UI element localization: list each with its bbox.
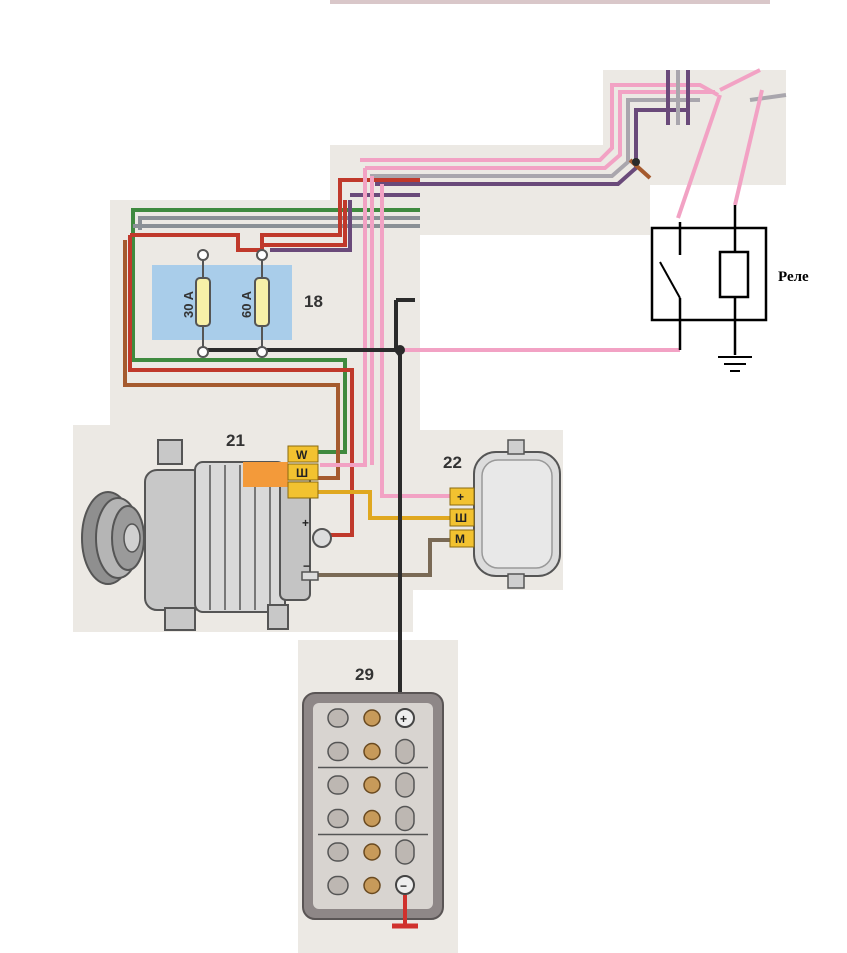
generator-terminal-w-label: W [296,448,308,462]
relay-coil [718,250,750,299]
generator-number: 21 [226,431,245,450]
battery-plus-label: + [400,712,407,726]
harness-wire-pink-a [360,83,719,162]
harness-wire-pink-b [365,90,715,170]
voltage-regulator: + Ш М 22 [443,439,561,589]
relay-switch-contact [659,261,681,299]
regulator-top-tab [507,439,525,455]
battery-cell-bar [327,808,349,829]
battery-minus-label: − [400,879,407,893]
regulator-number: 22 [443,453,462,472]
battery-cell-cap [363,776,381,794]
wire-yellow-gen-reg [318,490,452,520]
battery-minus-terminal: − [395,875,415,895]
battery-cell-bar [327,708,349,728]
battery-cell-connector [395,805,415,832]
battery-cell-connector [395,839,415,865]
harness-wire-gray [370,98,700,178]
battery-cell-bar [327,775,349,795]
relay-label: Реле [778,269,809,285]
battery-cell-connector [395,772,415,798]
fuse-block: 30 A 60 A 18 [152,249,323,358]
wire-red [130,178,420,252]
wire-red-left [128,235,354,537]
generator-mount-bottom-2 [267,604,289,630]
regulator-terminal-sh: Ш [449,508,475,527]
bus-junction [395,345,405,355]
harness-junction [632,158,640,166]
harness-top [360,68,787,186]
wire-green [131,208,420,454]
regulator-inner [481,459,553,569]
regulator-terminal-m-label: М [455,532,465,546]
generator-orange-plug [243,462,288,487]
generator-terminal-sh-label: Ш [296,466,308,480]
battery-cell-bar [327,741,349,762]
battery-plus-terminal: + [395,708,415,728]
pink-wire-relay-coil [676,94,722,219]
battery-cell-bar [327,875,349,896]
generator-mount-bottom [164,607,196,631]
wire-purple [270,193,420,252]
harness-short-1 [719,68,761,92]
fuse-block-number: 18 [304,292,323,311]
pulley [81,491,145,585]
wire-pink-vertical-a [320,168,367,467]
harness-short-2 [749,93,787,102]
wire-pink-vertical-c [380,184,452,498]
battery: 29 + − [302,665,444,929]
wire-brown-minus [318,538,452,577]
generator-mount-top [157,439,183,465]
wire-red-2 [262,200,347,247]
fuse-30a: 30 A [181,249,211,358]
regulator-terminal-plus: + [449,487,475,506]
battery-cell-connector [395,738,415,765]
fuse-block-body [152,265,292,340]
battery-cell-cap [363,809,381,828]
battery-cell-cap [363,709,381,727]
battery-cell-bar [327,842,349,862]
battery-cell-cap [363,742,381,761]
wire-brown [123,240,340,480]
pink-wire-relay-switch [733,89,764,206]
regulator-bottom-tab [507,573,525,589]
fuse-60a: 60 A [239,249,270,358]
fuse-30a-label: 30 A [181,290,196,318]
relay: Реле [650,205,809,372]
generator-terminal-sh: Ш [287,463,319,481]
generator-terminal-w: W [287,445,319,463]
relay-control-wires [400,89,764,352]
top-strip [330,0,770,4]
generator-terminal-plus-label: + [302,516,309,530]
fuse-60a-label: 60 A [239,290,254,318]
generator: W Ш + − 21 [81,431,332,631]
generator-terminal-minus-label: − [303,559,310,573]
generator-fins [209,465,271,610]
battery-cell-cap [363,843,381,861]
regulator-terminal-sh-label: Ш [455,511,467,525]
battery-cell-cap [363,876,381,895]
generator-terminal-blank [287,481,319,499]
ground-symbol [718,356,752,372]
fuse-block-wires [123,168,452,577]
regulator-terminal-plus-label: + [457,490,464,504]
generator-terminal-minus: − [301,559,319,581]
generator-terminal-plus: + [302,516,332,548]
battery-number: 29 [355,665,374,684]
battery-ground-lead [392,895,418,929]
battery-cells [318,708,428,896]
regulator-terminal-m: М [449,529,475,548]
